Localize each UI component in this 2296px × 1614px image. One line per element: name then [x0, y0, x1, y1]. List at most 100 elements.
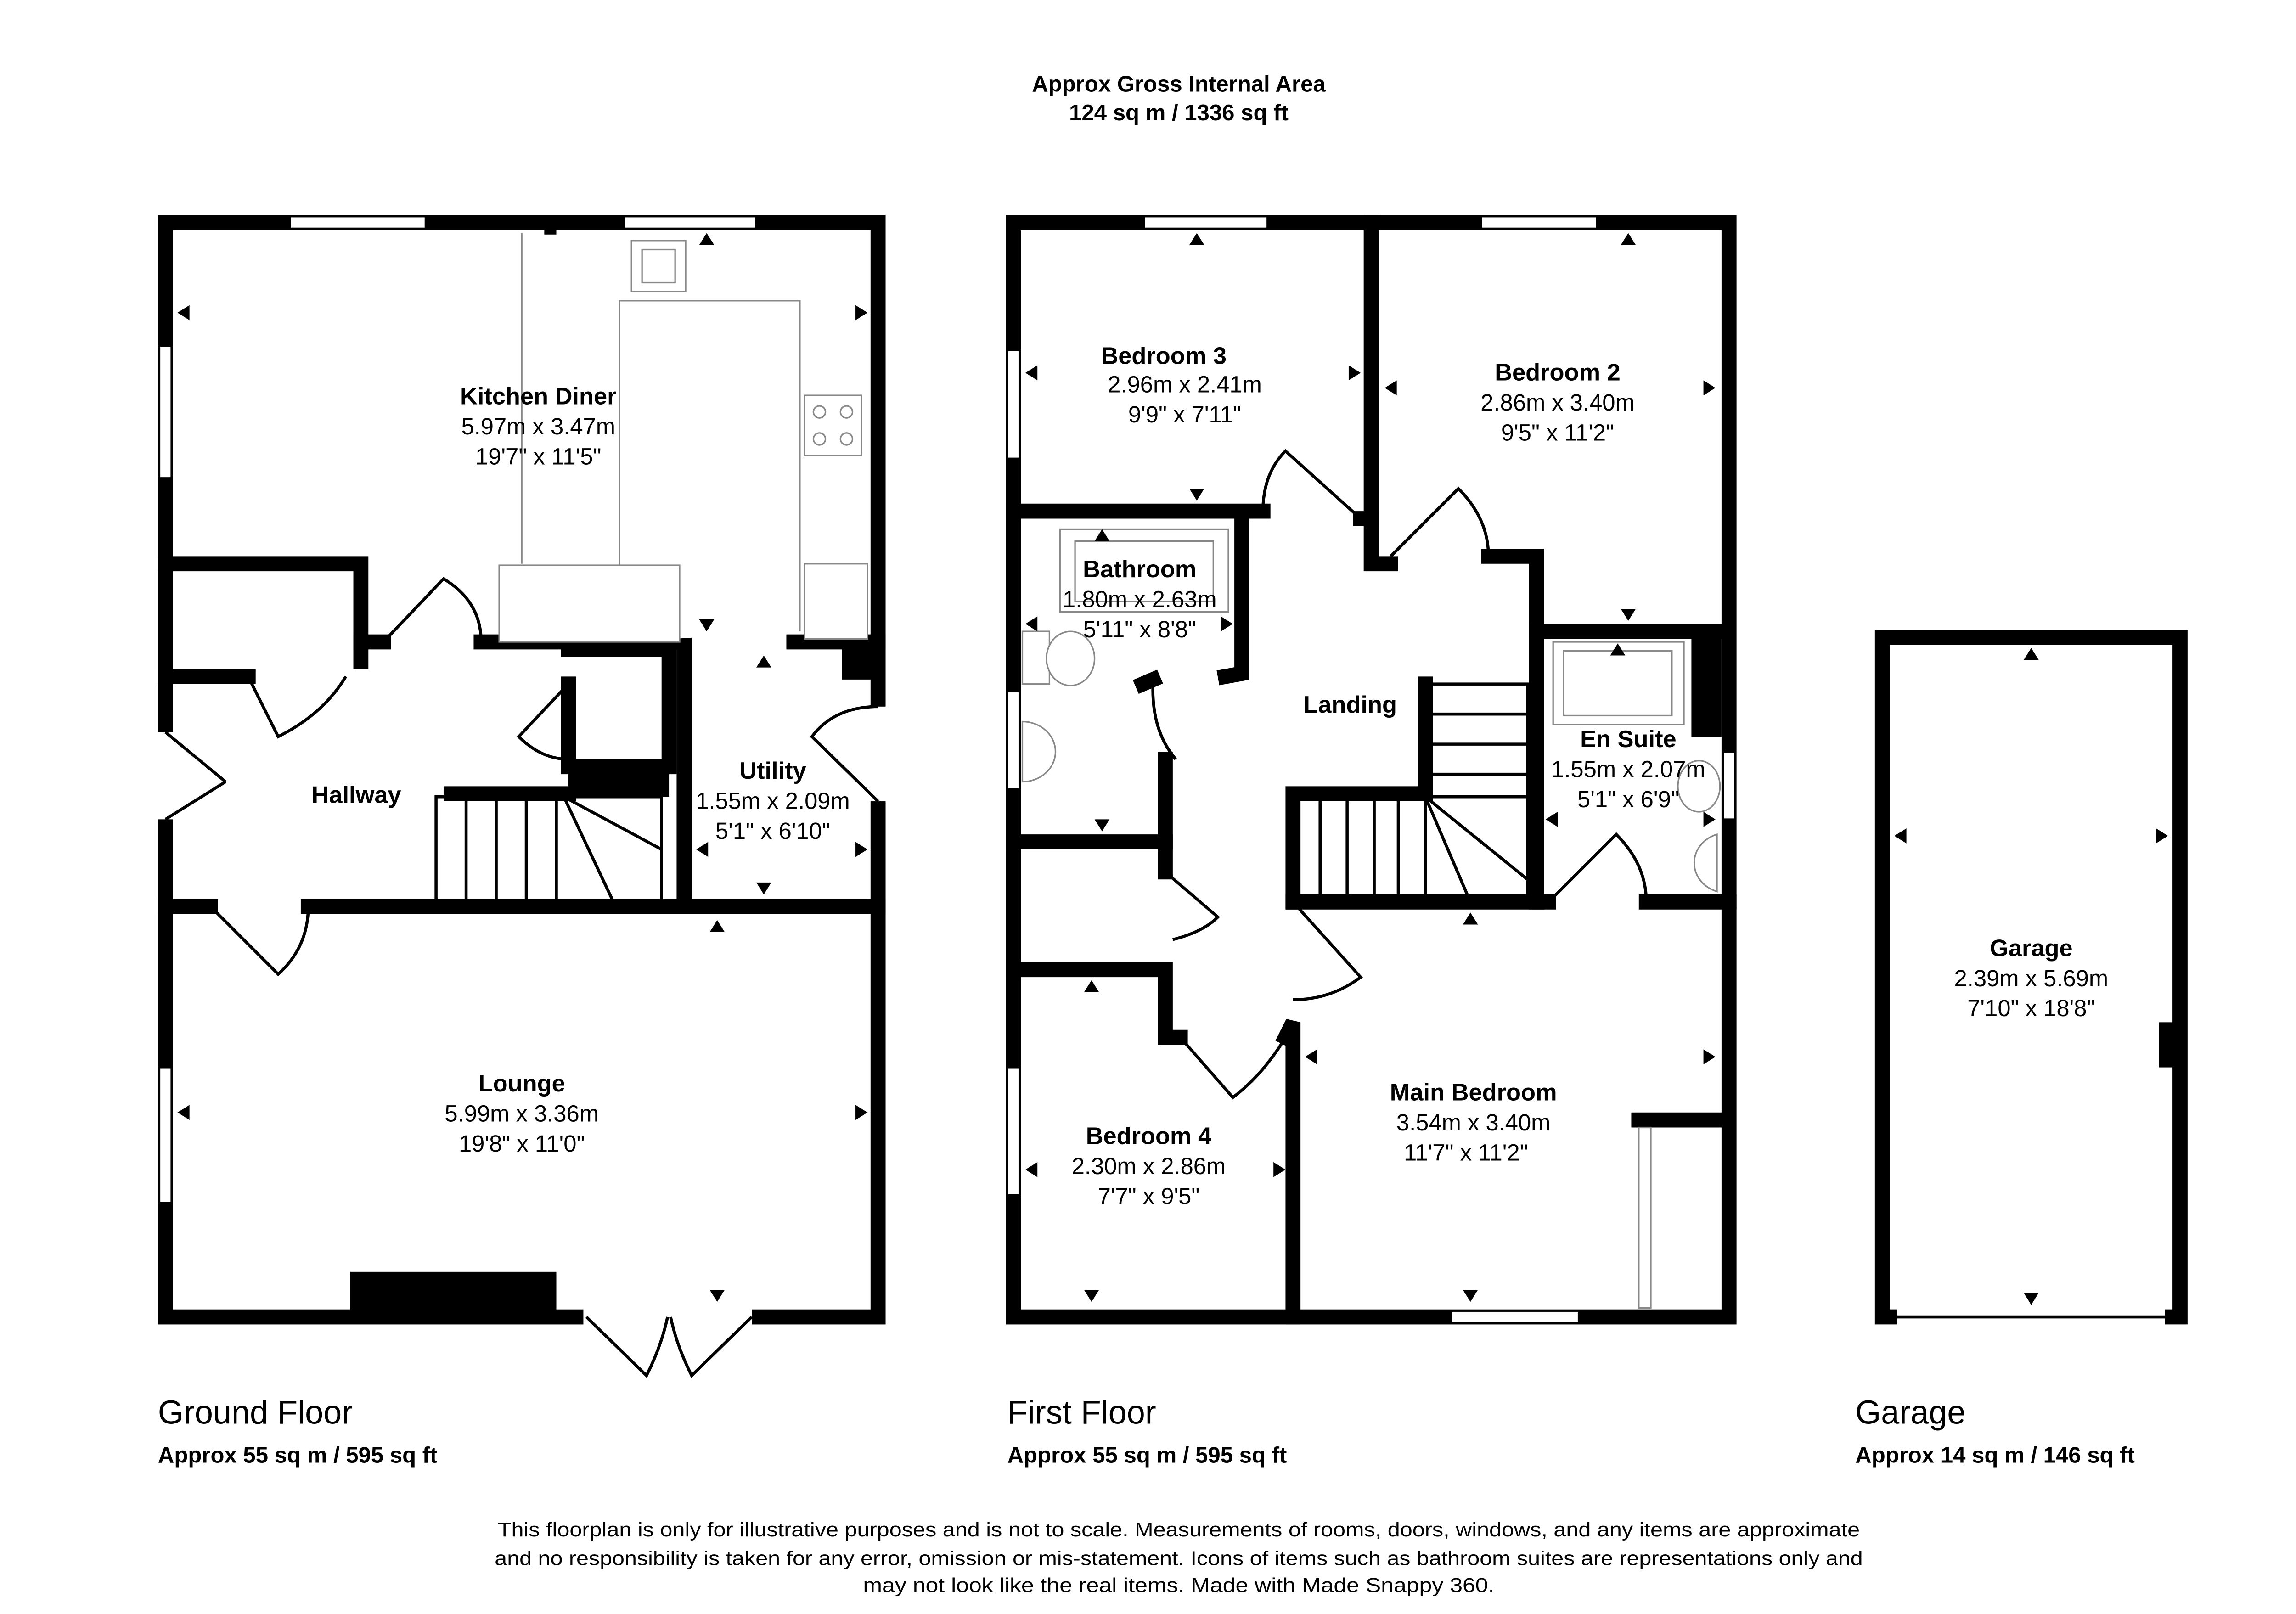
- window: [1143, 215, 1269, 230]
- room-metric-bedroom3: 2.96m x 2.41m: [1108, 371, 1262, 398]
- bedroom2-wall: [1481, 549, 1544, 910]
- window: [1006, 691, 1020, 790]
- disclaimer-line-1: This floorplan is only for illustrative …: [498, 1519, 1860, 1541]
- wall-block: [842, 642, 878, 680]
- basin-icon: [1021, 720, 1057, 783]
- ground-stairs: [434, 786, 663, 904]
- kitchen-door[interactable]: [382, 577, 483, 643]
- first-floor-plan: Bedroom 3 2.96m x 2.41m 9'9" x 7'11" Bed…: [1006, 215, 1737, 1325]
- room-imperial-lounge: 19'8" x 11'0": [459, 1130, 585, 1157]
- room-name-hallway: Hallway: [312, 782, 401, 808]
- room-metric-utility: 1.55m x 2.09m: [696, 787, 850, 814]
- window: [1006, 1066, 1020, 1196]
- room-name-kitchen: Kitchen Diner: [460, 383, 617, 410]
- room-imperial-bedroom4: 7'7" x 9'5": [1098, 1183, 1200, 1209]
- window: [623, 215, 757, 230]
- cupboard-door[interactable]: [1164, 871, 1220, 941]
- room-name-garage: Garage: [1990, 935, 2073, 962]
- gross-area-value: 124 sq m / 1336 sq ft: [1069, 101, 1289, 125]
- basin-icon: [1693, 833, 1718, 893]
- fireplace: [350, 1271, 557, 1311]
- room-name-bedroom4: Bedroom 4: [1086, 1123, 1212, 1150]
- wall: [1132, 669, 1163, 694]
- window: [158, 345, 173, 479]
- front-door-gap: [156, 732, 174, 820]
- disclaimer-line-3: may not look like the real items. Made w…: [863, 1575, 1494, 1597]
- room-name-main-bedroom: Main Bedroom: [1390, 1080, 1557, 1106]
- utility-door-gap: [869, 706, 887, 802]
- window: [1480, 215, 1598, 230]
- room-imperial-garage: 7'10" x 18'8": [1967, 995, 2095, 1021]
- room-imperial-bathroom: 5'11" x 8'8": [1083, 616, 1196, 642]
- first-stairs: [1285, 676, 1529, 910]
- bedroom-divider: [1363, 215, 1398, 572]
- bedroom4-top-wall: [1006, 962, 1188, 1045]
- floor-name-ground: Ground Floor: [158, 1395, 353, 1431]
- room-metric-lounge: 5.99m x 3.36m: [445, 1100, 599, 1126]
- room-imperial-utility: 5'1" x 6'10": [715, 818, 830, 844]
- disclaimer-line-2: and no responsibility is taken for any e…: [495, 1547, 1863, 1569]
- window: [158, 1066, 173, 1204]
- room-name-landing: Landing: [1303, 692, 1397, 718]
- dimension-arrows: [1894, 648, 2168, 1305]
- room-name-lounge: Lounge: [478, 1070, 565, 1097]
- bedroom3-door[interactable]: [1261, 449, 1362, 520]
- room-metric-ensuite: 1.55m x 2.07m: [1551, 756, 1705, 782]
- wall-block: [1691, 631, 1722, 737]
- room-metric-garage: 2.39m x 5.69m: [1954, 965, 2109, 991]
- ensuite-door[interactable]: [1548, 832, 1648, 903]
- floor-area-first: Approx 55 sq m / 595 sq ft: [1007, 1443, 1287, 1468]
- room-imperial-kitchen: 19'7" x 11'5": [475, 444, 601, 470]
- room-name-bathroom: Bathroom: [1083, 556, 1196, 583]
- wall-block: [568, 759, 670, 797]
- room-metric-bathroom: 1.80m x 2.63m: [1063, 586, 1217, 613]
- window: [1450, 1310, 1580, 1324]
- room-metric-bedroom2: 2.86m x 3.40m: [1480, 389, 1635, 416]
- bathroom-door[interactable]: [1151, 679, 1177, 760]
- garage-plan: Garage 2.39m x 5.69m 7'10" x 18'8": [1874, 630, 2188, 1325]
- room-name-bedroom3: Bedroom 3: [1101, 343, 1227, 369]
- bathroom-wall: [1216, 511, 1249, 686]
- kitchen-units: [498, 225, 868, 643]
- floor-area-garage: Approx 14 sq m / 146 sq ft: [1855, 1443, 2135, 1468]
- gross-area-title: Approx Gross Internal Area: [1032, 72, 1326, 97]
- window: [1006, 349, 1020, 460]
- main-bedroom-door[interactable]: [1292, 901, 1363, 1001]
- garage-wall: [1874, 630, 2188, 1325]
- floor-area-ground: Approx 55 sq m / 595 sq ft: [158, 1443, 438, 1468]
- hob-icon: [804, 394, 862, 456]
- understairs-door[interactable]: [517, 683, 570, 761]
- island-icon: [498, 564, 681, 643]
- wardrobe-door[interactable]: [1638, 1126, 1652, 1309]
- bathroom-fixtures: [1021, 528, 1721, 893]
- utility-back-door[interactable]: [810, 705, 879, 803]
- bedroom2-door[interactable]: [1390, 486, 1490, 557]
- cupboard-wall: [158, 556, 369, 669]
- room-metric-kitchen: 5.97m x 3.47m: [461, 413, 615, 439]
- understairs-cupboard: [561, 642, 677, 775]
- front-door[interactable]: [164, 731, 227, 821]
- bedroom4-door[interactable]: [1179, 1036, 1287, 1100]
- window: [289, 215, 427, 230]
- room-imperial-ensuite: 5'1" x 6'9": [1577, 786, 1679, 812]
- dimension-arrows: [177, 233, 868, 1302]
- room-name-utility: Utility: [739, 758, 806, 784]
- dimension-arrows: [1025, 233, 1716, 1302]
- floor-name-first: First Floor: [1007, 1395, 1156, 1431]
- toilet-icon: [1021, 630, 1051, 685]
- room-imperial-bedroom3: 9'9" x 7'11": [1128, 401, 1241, 427]
- room-imperial-main-bedroom: 11'7" x 11'2": [1404, 1140, 1528, 1166]
- window: [1722, 751, 1736, 821]
- toilet-icon: [1677, 760, 1721, 813]
- room-metric-bedroom4: 2.30m x 2.86m: [1072, 1153, 1226, 1179]
- cupboard-door[interactable]: [247, 675, 347, 739]
- ground-floor-plan: Kitchen Diner 5.97m x 3.47m 19'7" x 11'5…: [156, 215, 887, 1378]
- room-metric-main-bedroom: 3.54m x 3.40m: [1396, 1109, 1551, 1136]
- room-imperial-bedroom2: 9'5" x 11'2": [1501, 419, 1614, 445]
- garage-side-door: [2159, 1022, 2174, 1068]
- room-name-bedroom2: Bedroom 2: [1495, 359, 1621, 386]
- room-name-ensuite: En Suite: [1580, 726, 1677, 753]
- lounge-door[interactable]: [209, 905, 310, 977]
- french-doors[interactable]: [585, 1316, 753, 1378]
